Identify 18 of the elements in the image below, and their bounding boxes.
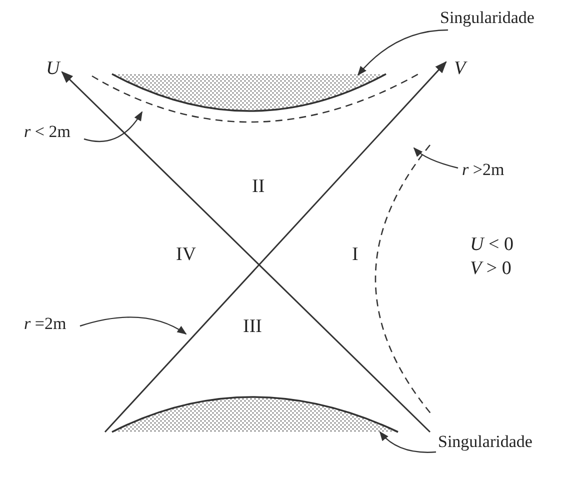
curve-label: Singularidade [440,8,534,28]
region-label: IV [176,244,196,266]
axis-label: U [46,58,60,80]
curve-label: r =2m [24,314,66,334]
leader-line [357,29,448,76]
region-label: I [352,244,358,266]
region-label: III [243,316,262,338]
curve-label: r >2m [462,160,504,180]
curve-label: Singularidade [438,432,532,452]
condition-label: V > 0 [470,258,512,280]
leader-line [80,316,187,335]
curve-label: r < 2m [24,122,70,142]
region-label: II [252,176,265,198]
condition-label: U < 0 [470,234,514,256]
leader-line [413,147,458,169]
leader-line [84,111,142,142]
axis-label: V [454,58,466,80]
leader-line [379,431,436,453]
